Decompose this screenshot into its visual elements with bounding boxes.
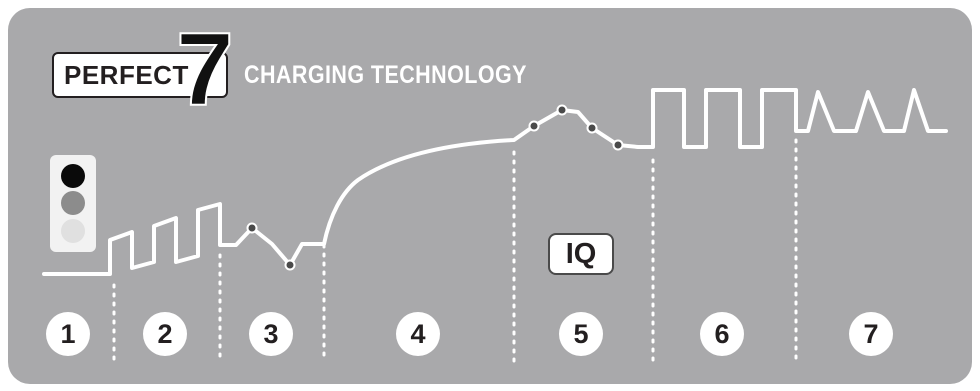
tagline: CHARGING TECHNOLOGY bbox=[244, 61, 527, 89]
light-top bbox=[61, 164, 85, 188]
stage-3-circle: 3 bbox=[249, 312, 293, 356]
logo-badge bbox=[52, 52, 228, 98]
stage-1-circle: 1 bbox=[46, 312, 90, 356]
curve-markers bbox=[246, 104, 624, 271]
logo-number: 7 bbox=[175, 12, 235, 128]
stage-7-circle: 7 bbox=[849, 312, 893, 356]
curve-marker bbox=[528, 120, 540, 132]
curve-marker bbox=[586, 122, 598, 134]
iq-badge: IQ bbox=[548, 233, 614, 275]
curve-marker bbox=[284, 259, 296, 271]
stage-2-circle: 2 bbox=[143, 312, 187, 356]
stage-dividers bbox=[112, 138, 798, 364]
stage-6-circle: 6 bbox=[700, 312, 744, 356]
curve-marker bbox=[556, 104, 568, 116]
curve-marker bbox=[612, 139, 624, 151]
charging-curve-line bbox=[42, 88, 948, 276]
curve-marker bbox=[246, 222, 258, 234]
light-bottom bbox=[61, 219, 85, 243]
light-middle bbox=[61, 191, 85, 215]
logo-word: PERFECT bbox=[64, 60, 189, 90]
stage-4-circle: 4 bbox=[396, 312, 440, 356]
stage-5-circle: 5 bbox=[559, 312, 603, 356]
indicator-lights bbox=[50, 155, 96, 252]
